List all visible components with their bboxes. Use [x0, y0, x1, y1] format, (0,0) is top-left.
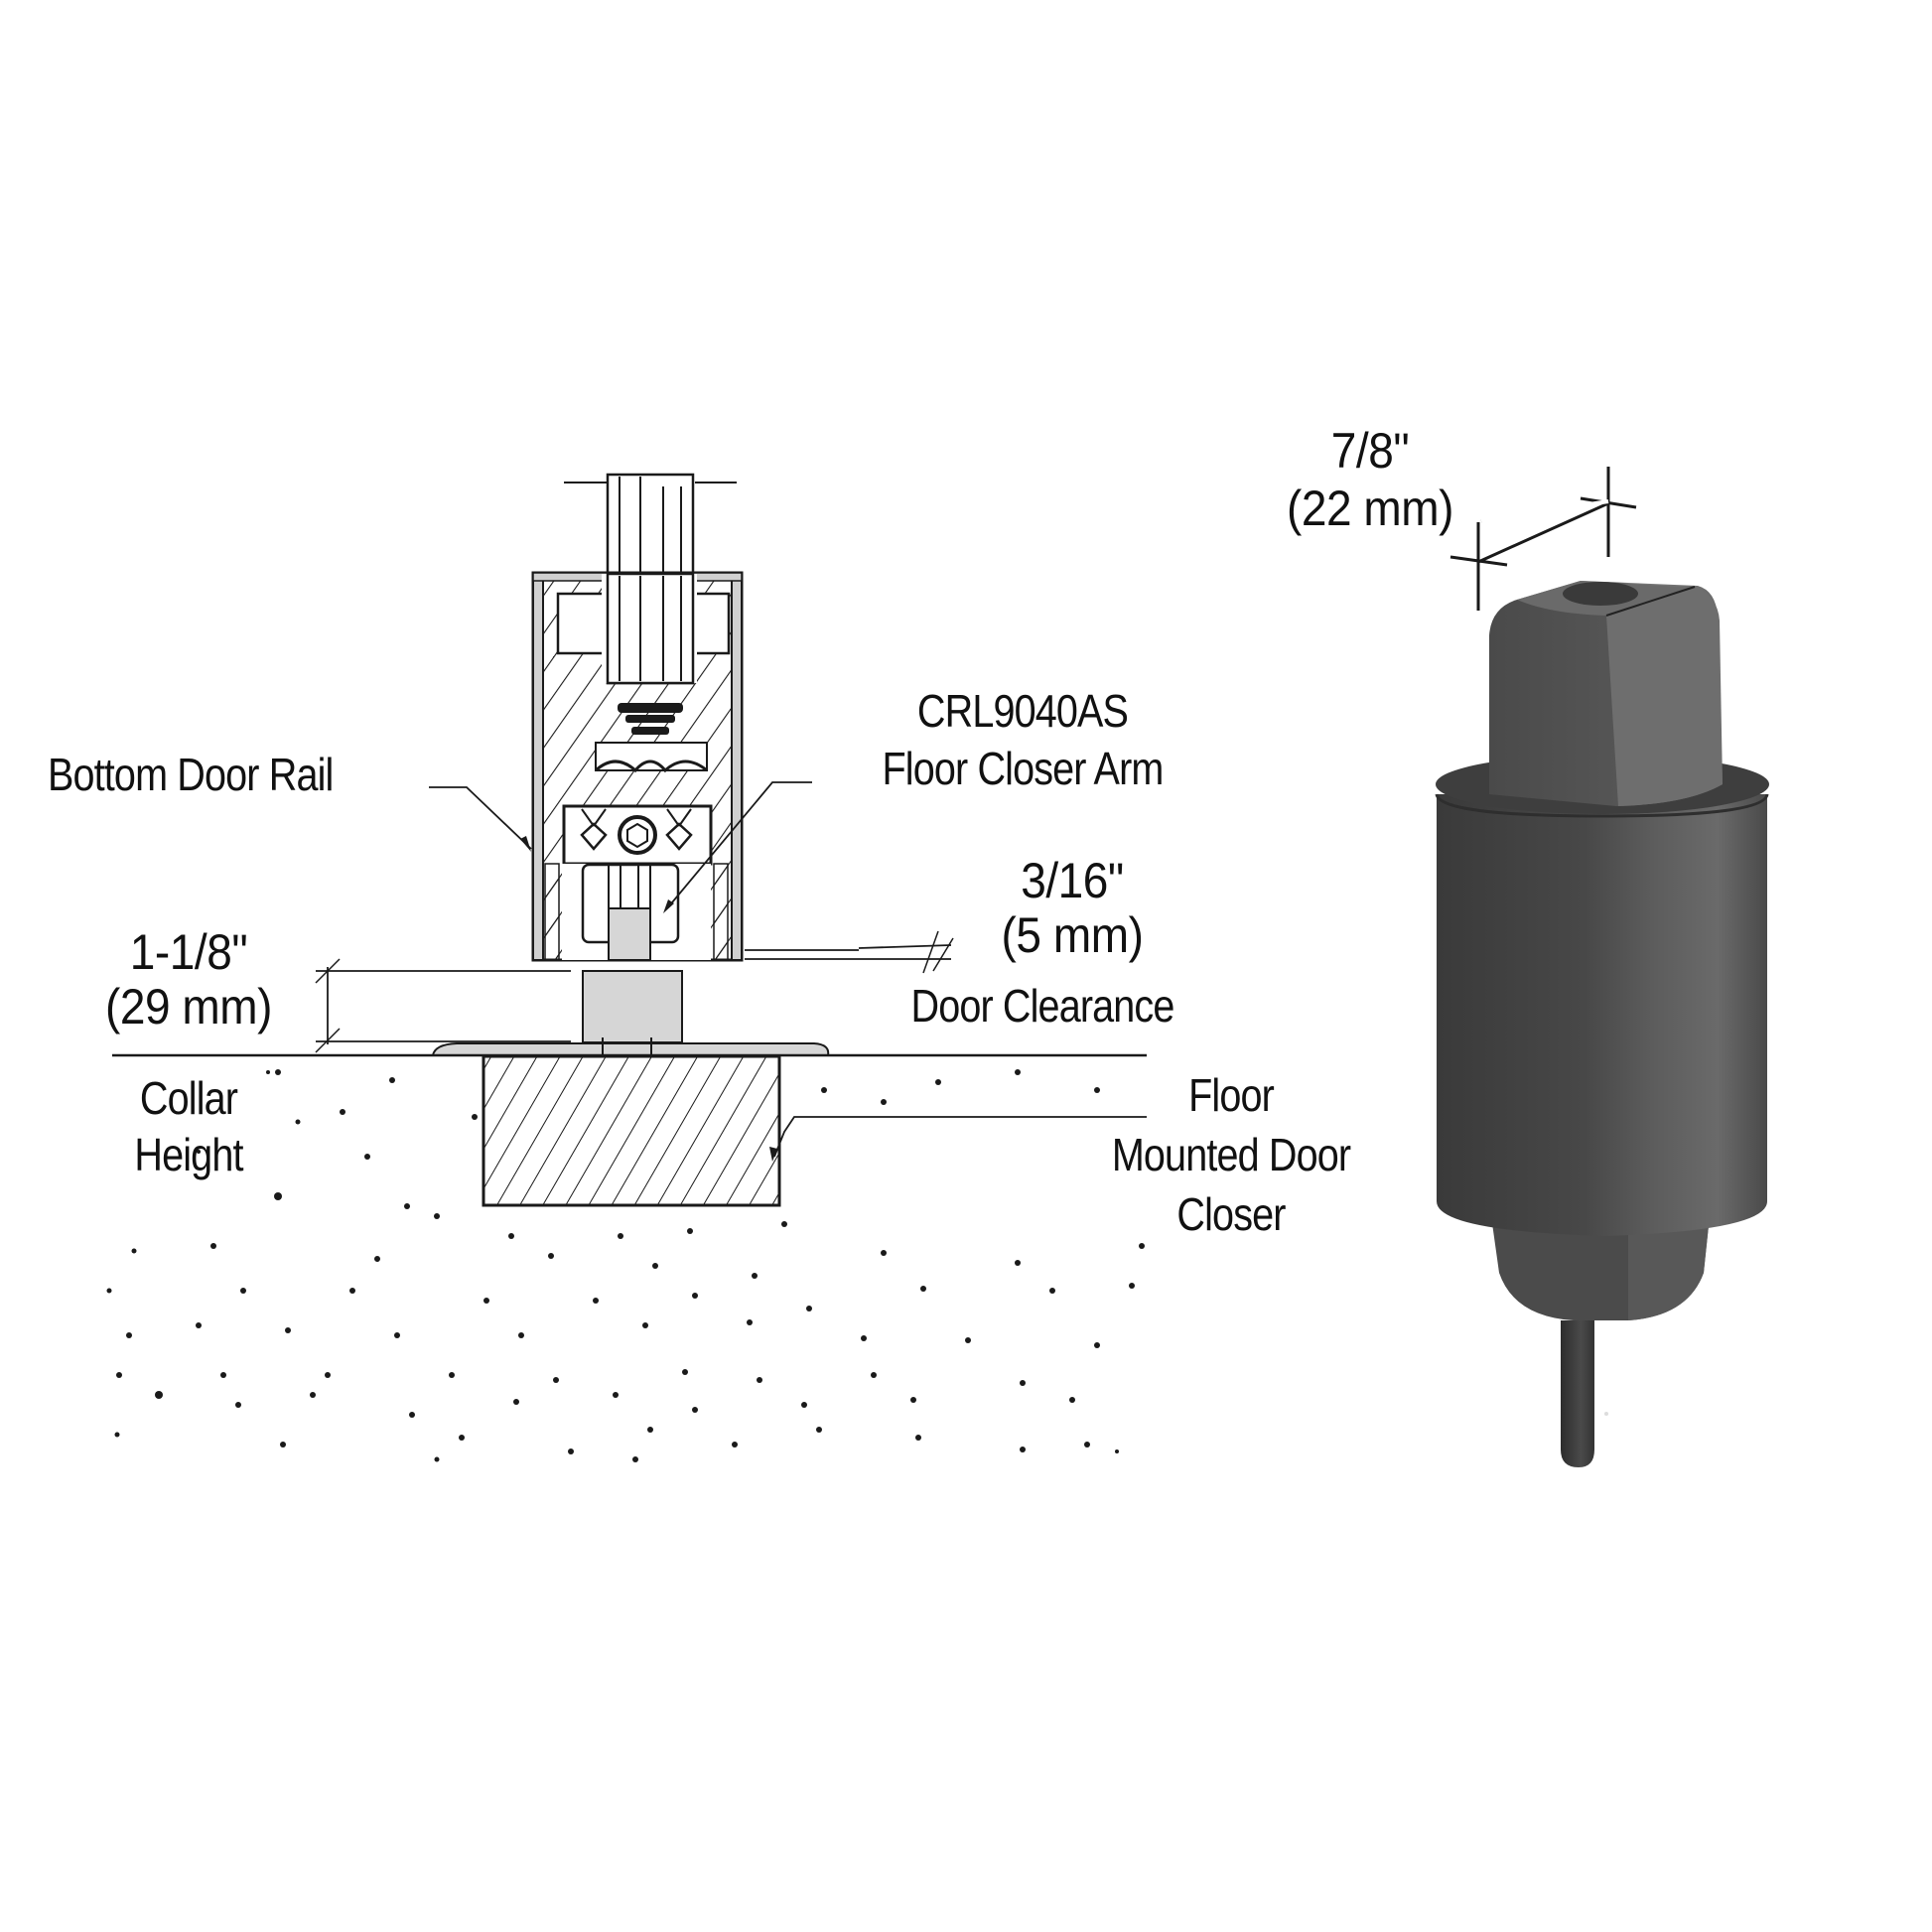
- collar-height-dimension: [315, 958, 571, 1053]
- cover-plate: [431, 1042, 830, 1056]
- label-closer: Closer: [1176, 1188, 1286, 1240]
- collar: [582, 970, 683, 1043]
- label-part-number: CRL9040AS: [916, 685, 1129, 737]
- label-height: Height: [134, 1129, 243, 1180]
- label-collar-mm: (29 mm): [104, 979, 272, 1035]
- door-clearance-dimension: [745, 930, 954, 974]
- label-arm-width-mm: (22 mm): [1286, 481, 1453, 536]
- label-collar-inches: 1-1/8": [129, 924, 248, 980]
- product-photo-floor-closer-arm: [1435, 581, 1769, 1467]
- bottom-door-rail: [531, 571, 744, 962]
- label-floor: Floor: [1188, 1069, 1275, 1121]
- label-arm-width-inches: 7/8": [1330, 423, 1410, 479]
- label-collar: Collar: [139, 1072, 238, 1124]
- label-door-clearance: Door Clearance: [910, 980, 1174, 1032]
- leader-floor-closer-arm: [663, 781, 812, 913]
- label-mounted-door: Mounted Door: [1111, 1129, 1351, 1180]
- label-clearance-mm: (5 mm): [1001, 907, 1144, 963]
- label-part-name: Floor Closer Arm: [882, 743, 1164, 794]
- floor-closer-body: [482, 1054, 781, 1207]
- concrete-speckle: [106, 1069, 1145, 1462]
- leader-floor-mounted-closer: [769, 1116, 1147, 1162]
- label-bottom-door-rail: Bottom Door Rail: [48, 749, 334, 800]
- leader-bottom-door-rail: [429, 786, 532, 852]
- label-clearance-inches: 3/16": [1021, 853, 1124, 908]
